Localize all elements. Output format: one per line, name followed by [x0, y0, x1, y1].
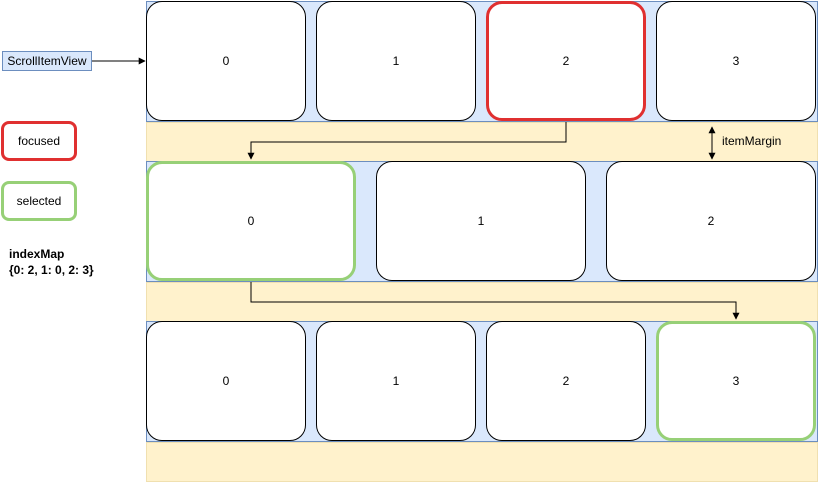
item-label: 1: [392, 374, 400, 388]
row-2-item-1[interactable]: 1: [316, 321, 476, 441]
item-label: 3: [732, 54, 740, 68]
legend-focused: focused: [1, 121, 77, 161]
item-label: 2: [707, 214, 715, 228]
selected-to-next-selected-arrow: [250, 282, 740, 320]
item-label: 0: [247, 214, 255, 228]
scroll-item-view-label: ScrollItemView: [2, 51, 92, 71]
row-1-item-1[interactable]: 1: [376, 161, 586, 281]
row-2-margin-band: [146, 442, 818, 482]
index-map-title: indexMap: [9, 247, 65, 261]
focus-to-selected-arrow: [247, 122, 567, 160]
item-label: 3: [732, 374, 740, 388]
item-label: 2: [562, 374, 570, 388]
scroll-item-view-text: ScrollItemView: [7, 54, 87, 68]
row-0-item-2-focused[interactable]: 2: [486, 1, 646, 121]
index-map-value: {0: 2, 1: 0, 2: 3}: [9, 263, 94, 277]
item-label: 0: [222, 54, 230, 68]
legend-focused-text: focused: [17, 134, 61, 148]
legend-selected-text: selected: [16, 194, 62, 208]
row-0-item-1[interactable]: 1: [316, 1, 476, 121]
row-1-item-0-selected[interactable]: 0: [146, 161, 356, 281]
item-label: 2: [562, 54, 570, 68]
row-2-item-0[interactable]: 0: [146, 321, 306, 441]
item-label: 0: [222, 374, 230, 388]
legend-selected: selected: [1, 181, 77, 221]
row-2-item-3-selected[interactable]: 3: [656, 321, 816, 441]
item-margin-label: itemMargin: [722, 134, 782, 148]
row-0-item-0[interactable]: 0: [146, 1, 306, 121]
row-1-item-2[interactable]: 2: [606, 161, 816, 281]
row-2-item-2[interactable]: 2: [486, 321, 646, 441]
item-label: 1: [392, 54, 400, 68]
row-0-item-3[interactable]: 3: [656, 1, 816, 121]
item-label: 1: [477, 214, 485, 228]
